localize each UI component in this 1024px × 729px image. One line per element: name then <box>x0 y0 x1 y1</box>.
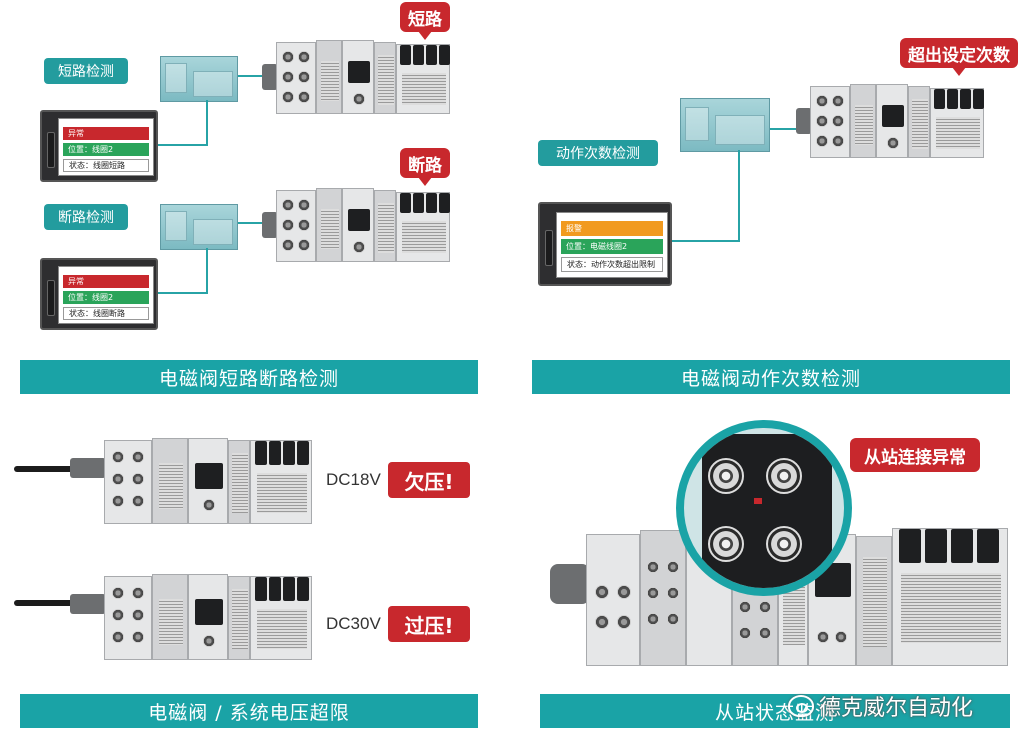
power-cable-2 <box>14 600 74 606</box>
valve-island-5 <box>70 568 315 664</box>
short-detect-label: 短路检测 <box>44 58 128 84</box>
action-count-detect-label: 动作次数检测 <box>538 140 658 166</box>
hmi-panel-action: 报警 位置：电磁线圈2 状态：动作次数超出限制 <box>538 202 672 286</box>
wire-plc2-hmi2 <box>206 248 208 294</box>
plc-controller-1 <box>160 56 238 102</box>
hmi-panel-break: 异常 位置：线圈2 状态：线圈断路 <box>40 258 158 330</box>
banner-slave-status: 从站状态监测 <box>540 694 1010 728</box>
hmi-row-alarm: 报警 <box>561 221 663 236</box>
plc-controller-2 <box>160 204 238 250</box>
valve-island-4 <box>70 432 315 528</box>
hmi-row-status: 异常 <box>63 275 149 288</box>
hmi-row-state: 状态：线圈断路 <box>63 307 149 320</box>
hmi-row-state: 状态：线圈短路 <box>63 159 149 172</box>
valve-island-1 <box>262 36 452 118</box>
panel-slave-status: 从站连接异常 从站状态监测 德克威尔自动化 <box>510 400 1024 729</box>
panel-short-break-detection: 短路检测 异常 位置：线圈2 状态：线圈短路 <box>0 0 500 395</box>
hmi-row-state: 状态：动作次数超出限制 <box>561 257 663 272</box>
under-voltage-tag: 欠压! <box>388 462 470 498</box>
break-detect-label: 断路检测 <box>44 204 128 230</box>
plc-controller-3 <box>680 98 770 152</box>
hmi-row-position: 位置：线圈2 <box>63 143 149 156</box>
weibo-icon <box>788 695 814 717</box>
hmi-row-position: 位置：线圈2 <box>63 291 149 304</box>
power-cable-1 <box>14 466 74 472</box>
weibo-watermark: 德克威尔自动化 <box>788 690 973 722</box>
slave-connection-error-tag: 从站连接异常 <box>850 438 980 472</box>
over-voltage-value: DC30V <box>326 614 381 633</box>
open-circuit-tag: 断路 <box>400 148 450 186</box>
panel-voltage-limit: DC18V 欠压! DC30V 过压! 电磁阀 / 系统电压超限 <box>0 400 500 729</box>
banner-voltage: 电磁阀 / 系统电压超限 <box>20 694 478 728</box>
zoom-detail-circle <box>676 420 852 596</box>
over-voltage-tag: 过压! <box>388 606 470 642</box>
banner-short-break: 电磁阀短路断路检测 <box>20 360 478 394</box>
wire-plc3-hmi <box>738 150 740 242</box>
hmi-row-position: 位置：电磁线圈2 <box>561 239 663 254</box>
under-voltage-value: DC18V <box>326 470 381 489</box>
short-circuit-tag: 短路 <box>400 2 450 40</box>
banner-action-count: 电磁阀动作次数检测 <box>532 360 1010 394</box>
over-count-tag: 超出设定次数 <box>900 38 1018 76</box>
wire-plc1-hmi1 <box>206 100 208 144</box>
hmi-row-status: 异常 <box>63 127 149 140</box>
valve-island-2 <box>262 184 452 266</box>
panel-action-count: 动作次数检测 报警 位置：电磁线圈2 状态：动作次数超出限制 <box>510 0 1024 395</box>
valve-island-3 <box>796 80 986 162</box>
hmi-panel-short: 异常 位置：线圈2 状态：线圈短路 <box>40 110 158 182</box>
